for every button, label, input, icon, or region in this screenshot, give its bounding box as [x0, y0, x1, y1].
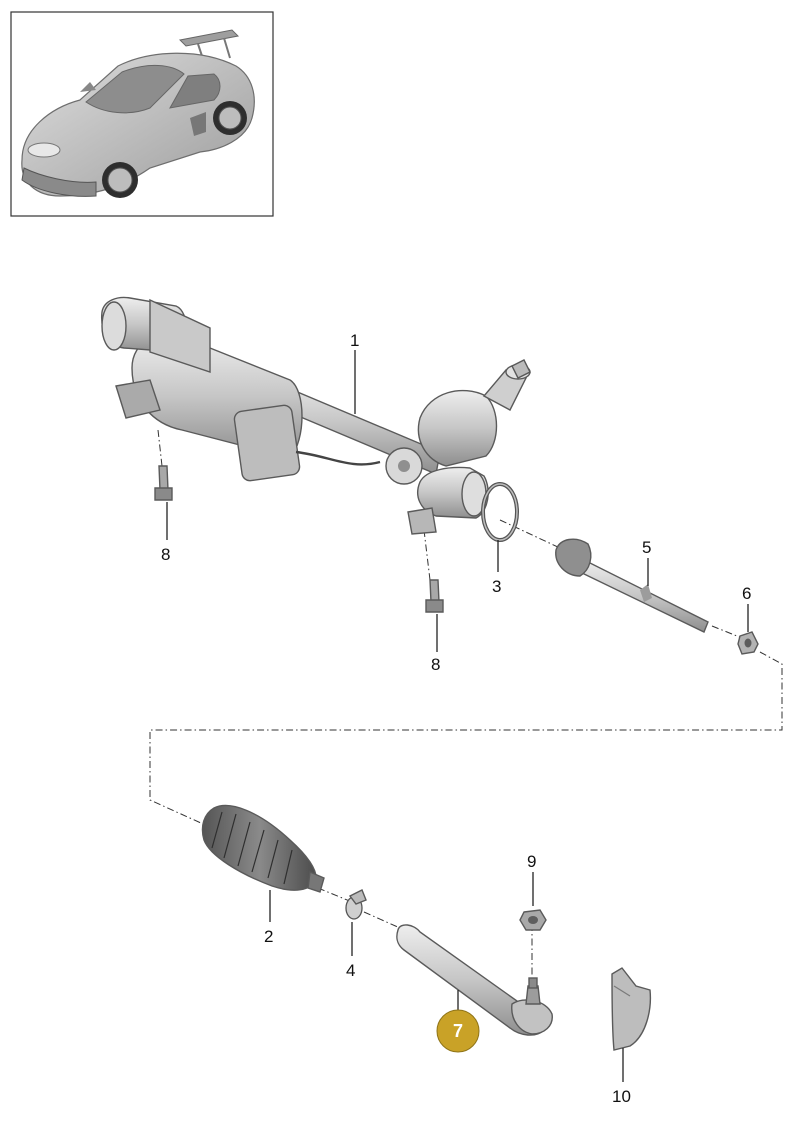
part-o-ring [481, 482, 519, 542]
part-clamp [345, 889, 367, 920]
part-bolt-left [154, 465, 173, 501]
part-steering-gear [101, 296, 531, 535]
callout-7[interactable]: 7 [453, 1021, 463, 1041]
callout-5[interactable]: 5 [642, 538, 651, 557]
part-nut-small [737, 631, 759, 655]
callout-labels: 1 8 3 5 6 8 2 4 9 10 7 [161, 331, 751, 1106]
callout-2[interactable]: 2 [264, 927, 273, 946]
leader-lines [166, 350, 749, 1082]
part-bracket [611, 967, 652, 1051]
part-tie-rod [555, 538, 709, 633]
vehicle-thumbnail [10, 11, 274, 217]
callout-1[interactable]: 1 [350, 331, 359, 350]
callout-9[interactable]: 9 [527, 852, 536, 871]
highlight-badge [436, 1009, 480, 1053]
part-tie-rod-end [396, 924, 553, 1036]
part-nut-lock [519, 909, 547, 931]
callout-10[interactable]: 10 [612, 1087, 631, 1106]
callout-4[interactable]: 4 [346, 961, 355, 980]
car-illustration [21, 29, 255, 198]
callout-8-left[interactable]: 8 [161, 545, 170, 564]
part-bellows [201, 804, 325, 893]
exploded-view-guides [149, 429, 783, 982]
part-bolt-right [425, 579, 444, 613]
callout-6[interactable]: 6 [742, 584, 751, 603]
callout-8-right[interactable]: 8 [431, 655, 440, 674]
callout-3[interactable]: 3 [492, 577, 501, 596]
callout-7-badge[interactable]: 7 [436, 1009, 480, 1053]
